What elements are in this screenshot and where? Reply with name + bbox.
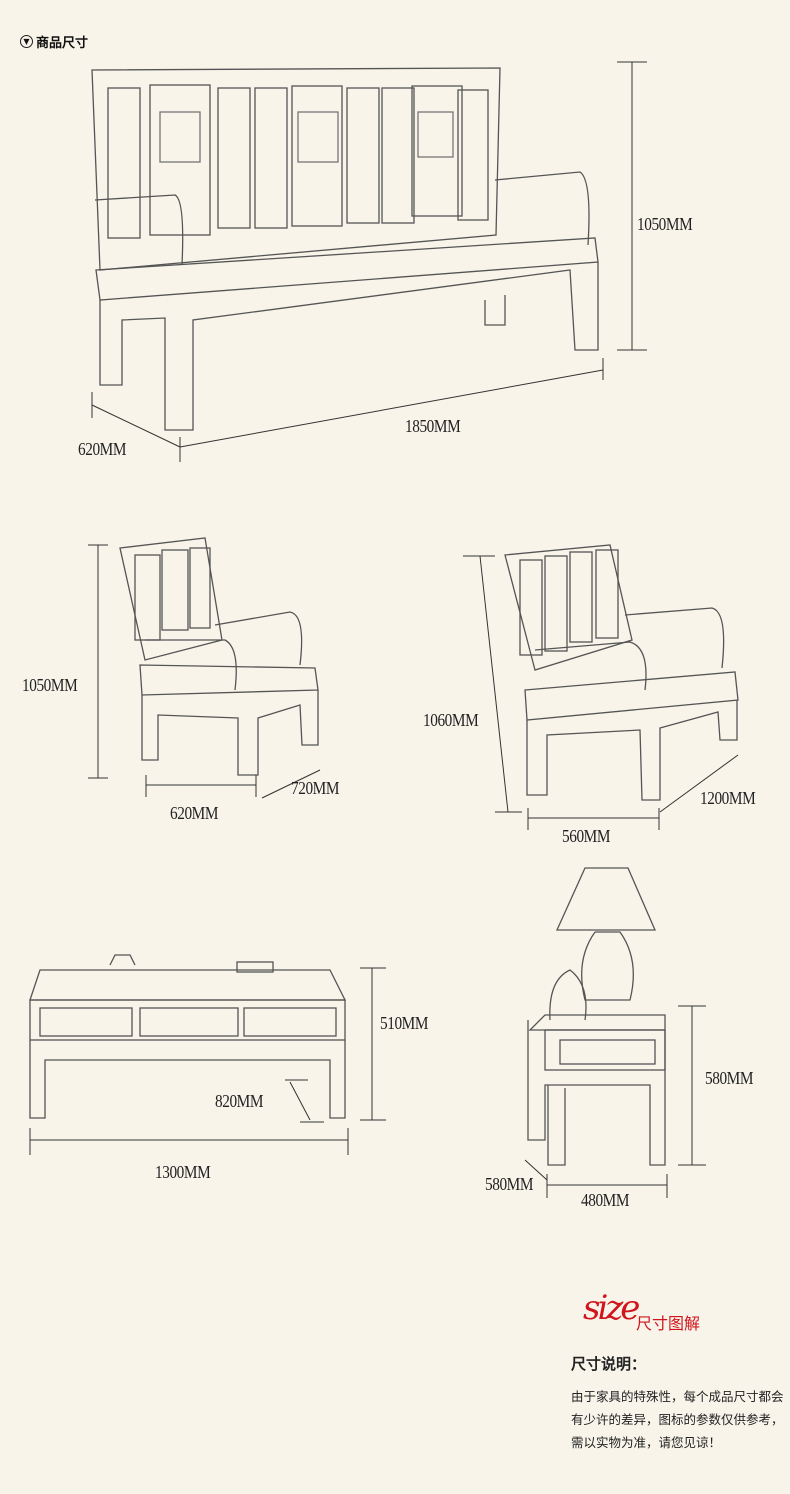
note-text: 由于家具的特殊性，每个成品尺寸都会有少许的差异，图标的参数仅供参考，需以实物为准… xyxy=(571,1389,784,1450)
section-header: ▼ 商品尺寸 xyxy=(20,32,88,51)
size-diagram-logo: size 尺寸图解 xyxy=(583,1288,700,1333)
side-table-width-label: 480MM xyxy=(581,1190,630,1210)
armchair-height-label: 1050MM xyxy=(22,675,78,695)
coffee-table-height-label: 510MM xyxy=(380,1013,429,1033)
coffee-table-length-label: 1300MM xyxy=(155,1162,211,1182)
sofa-length-label: 1850MM xyxy=(405,416,461,436)
logo-size-script: size xyxy=(583,1288,640,1328)
loveseat-height-label: 1060MM xyxy=(423,710,479,730)
coffee-table-sketch xyxy=(29,954,347,1119)
side-table-height-label: 580MM xyxy=(705,1068,754,1088)
armchair-width-label: 620MM xyxy=(170,803,219,823)
logo-title: 尺寸图解 xyxy=(636,1314,701,1333)
sofa-height-label: 1050MM xyxy=(637,214,693,234)
note-title: 尺寸说明： xyxy=(571,1355,647,1373)
chevron-down-icon: ▼ xyxy=(20,35,33,48)
armchair-depth-label: 720MM xyxy=(291,778,340,798)
side-table-sketch xyxy=(527,867,666,1166)
loveseat-depth-label: 560MM xyxy=(562,826,611,846)
section-title: 商品尺寸 xyxy=(36,36,89,51)
sofa-depth-label: 620MM xyxy=(78,439,127,459)
loveseat-sketch xyxy=(504,544,739,801)
sofa-3seat-sketch xyxy=(91,67,599,431)
coffee-table-depth-label: 820MM xyxy=(215,1091,264,1111)
side-table-depth-label: 580MM xyxy=(485,1174,534,1194)
loveseat-width-label: 1200MM xyxy=(700,788,756,808)
armchair-sketch xyxy=(119,537,319,776)
